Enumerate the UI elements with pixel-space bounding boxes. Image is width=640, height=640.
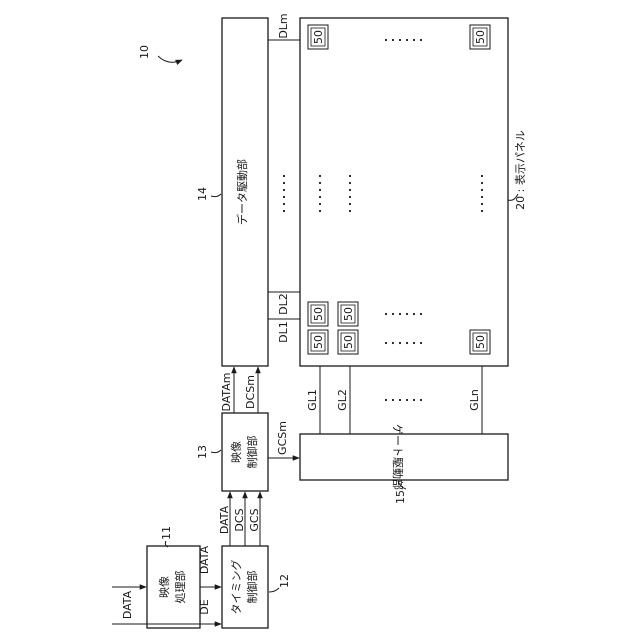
display-panel (300, 18, 508, 366)
figure-ref-arrow (158, 56, 182, 62)
gate-line-gl2-label: GL2 (336, 389, 349, 411)
image-processor-block: 映像 処理部 (147, 546, 200, 628)
gate-driver-ref: 15 (394, 490, 407, 504)
video-controller-ref: 13 (196, 445, 209, 459)
pixel-cell-label: 50 (474, 335, 487, 349)
data-mid-label: DATA (198, 545, 211, 574)
pixel-cell: 50 (338, 302, 358, 326)
gate-driver-block: ゲート駆動部 (300, 424, 508, 490)
image-processor-ref: 11 (160, 526, 173, 540)
gate-driver-label: ゲート駆動部 (391, 424, 405, 490)
gate-line-gln-label: GLn (468, 389, 481, 411)
pixel-cell-label: 50 (312, 30, 325, 44)
pixel-cell-label: 50 (474, 30, 487, 44)
image-processor-line1: 映像 (158, 576, 171, 598)
image-processor-line2: 処理部 (173, 571, 187, 604)
pixel-cell: 50 (308, 25, 328, 49)
timing-controller-line1: タイミング (229, 560, 243, 615)
dcsm-label: DCSm (244, 375, 257, 409)
pixel-cell: 50 (470, 330, 490, 354)
pixel-cell: 50 (308, 302, 328, 326)
gate-line-gl1-label: GL1 (306, 389, 319, 411)
input-data-label: DATA (121, 590, 134, 619)
pixel-cell-label: 50 (342, 307, 355, 321)
data-line-dl2-label: DL2 (277, 293, 290, 315)
data-line-dl1-label: DL1 (277, 321, 290, 343)
timing-controller-block: タイミング 制御部 (222, 546, 268, 628)
data-driver-label: データ駆動部 (235, 159, 249, 225)
dcs-bus-label: DCS (233, 508, 246, 531)
data-line-dlm-label: DLm (277, 13, 290, 38)
pixel-cell: 50 (338, 330, 358, 354)
video-controller-ref-leader (211, 450, 221, 453)
datam-label: DATAm (220, 372, 233, 411)
video-controller-line2: 制御部 (245, 436, 259, 469)
de-label: DE (198, 599, 211, 614)
pixel-cell-label: 50 (312, 307, 325, 321)
timing-controller-ref: 12 (278, 574, 291, 588)
video-controller-line1: 映像 (230, 441, 243, 463)
gcs-bus-label: GCS (248, 508, 261, 531)
data-driver-ref-leader (211, 194, 221, 197)
pixel-cell: 50 (308, 330, 328, 354)
pixel-cell: 50 (470, 25, 490, 49)
gate-line-ellipsis (385, 399, 422, 401)
data-line-ellipsis (283, 175, 285, 212)
data-driver-block: データ駆動部 (222, 18, 268, 366)
data-bus-label: DATA (218, 505, 231, 534)
pixel-cell-label: 50 (312, 335, 325, 349)
timing-controller-line2: 制御部 (245, 571, 259, 604)
figure-ref-label: 10 (138, 45, 151, 59)
data-driver-ref: 14 (196, 187, 209, 201)
video-controller-block: 映像 制御部 (222, 413, 268, 491)
gcsm-label: GCSm (276, 421, 289, 455)
pixel-cell-label: 50 (342, 335, 355, 349)
